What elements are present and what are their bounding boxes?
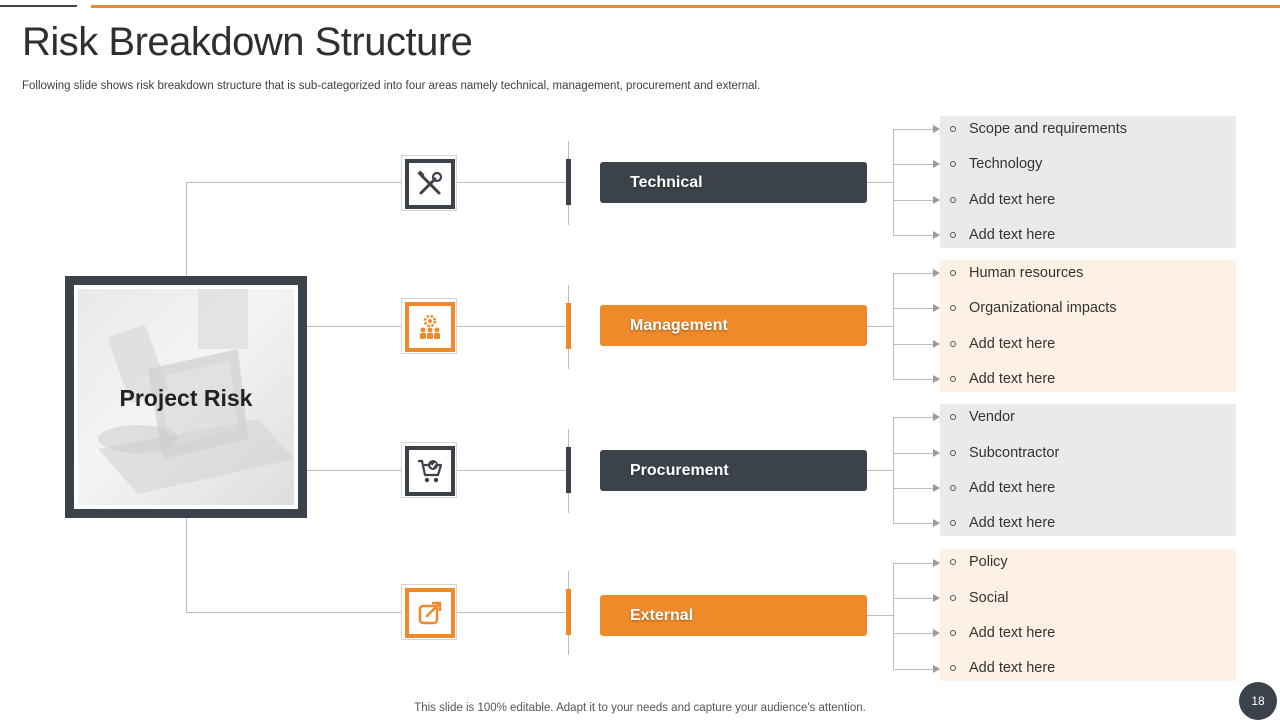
arrow-head [933, 519, 940, 527]
arrow-head [933, 340, 940, 348]
technical-items-panel: Scope and requirements Technology Add te… [940, 116, 1236, 248]
connector-line [186, 518, 187, 612]
laptop-photo: Project Risk [78, 289, 294, 505]
connector-line [867, 326, 893, 327]
connector-line [186, 182, 187, 277]
connector-line [307, 326, 401, 327]
management-icon-box [401, 298, 457, 354]
tick-bar [566, 447, 571, 493]
arrow-head [933, 375, 940, 383]
connector-line [457, 612, 567, 613]
arrow-head [933, 269, 940, 277]
technical-icon-box [401, 155, 457, 211]
arrow-head [933, 629, 940, 637]
arrow-head [933, 304, 940, 312]
tick-bar [566, 159, 571, 205]
procurement-icon-box [401, 442, 457, 498]
connector-line [280, 470, 401, 471]
project-risk-box: Project Risk [65, 276, 307, 518]
connector-line [186, 182, 401, 183]
bracket-line [893, 129, 894, 236]
management-items-panel: Human resources Organizational impacts A… [940, 260, 1236, 392]
arrow-head [933, 665, 940, 673]
top-accent-dark [0, 5, 77, 7]
cart-check-icon [418, 459, 443, 483]
bracket-line [893, 563, 894, 669]
category-external: External [600, 595, 867, 636]
center-label: Project Risk [119, 385, 253, 411]
page-number: 18 [1239, 682, 1277, 720]
connector-line [867, 470, 893, 471]
arrow-head [933, 231, 940, 239]
slide-title: Risk Breakdown Structure [22, 20, 473, 64]
tools-icon [417, 170, 443, 195]
arrow-head [933, 160, 940, 168]
team-gear-icon [420, 314, 440, 339]
top-accent-orange [91, 5, 1280, 8]
connector-line [186, 612, 401, 613]
procurement-items-panel: Vendor Subcontractor Add text here Add t… [940, 404, 1236, 536]
arrow-head [933, 559, 940, 567]
arrow-head [933, 196, 940, 204]
arrow-head [933, 413, 940, 421]
connector-line [457, 470, 567, 471]
tick-bar [566, 589, 571, 635]
arrow-head [933, 594, 940, 602]
bracket-line [893, 417, 894, 524]
arrow-head [933, 449, 940, 457]
slide-subtitle: Following slide shows risk breakdown str… [22, 80, 761, 92]
connector-line [457, 326, 567, 327]
tick-bar [566, 303, 571, 349]
bracket-line [893, 273, 894, 380]
connector-line [457, 182, 567, 183]
category-management: Management [600, 305, 867, 346]
external-icon-box [401, 584, 457, 640]
arrow-head [933, 125, 940, 133]
connector-line [867, 182, 893, 183]
category-technical: Technical [600, 162, 867, 203]
arrow-head [933, 484, 940, 492]
external-items-panel: Policy Social Add text here Add text her… [940, 549, 1236, 681]
external-link-icon [418, 601, 442, 625]
connector-line [867, 615, 893, 616]
footer-note: This slide is 100% editable. Adapt it to… [414, 702, 866, 714]
category-procurement: Procurement [600, 450, 867, 491]
